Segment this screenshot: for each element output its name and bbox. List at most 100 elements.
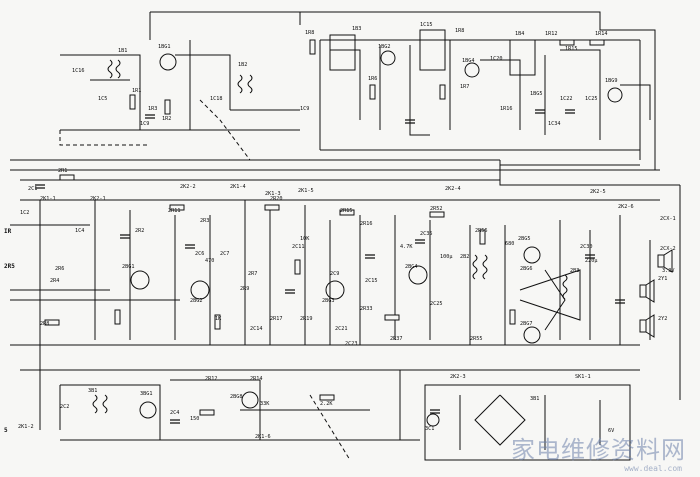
component-label: 2K1-4 bbox=[230, 184, 246, 190]
component-label: 2K2-4 bbox=[445, 186, 461, 192]
component-label: 2R33 bbox=[360, 306, 373, 312]
component-label: 2K2-3 bbox=[450, 374, 466, 380]
component-label: 2C6 bbox=[195, 251, 204, 257]
component-label: 1R15 bbox=[565, 46, 578, 52]
component-label: 1R6 bbox=[368, 76, 377, 82]
component-label: 1C18 bbox=[210, 96, 223, 102]
edge-labels: IR 2R5 5 bbox=[4, 228, 15, 434]
coils bbox=[92, 29, 568, 414]
component-label: 1C15 bbox=[420, 22, 433, 28]
component-labels: 1B11BG11C161C181B21C51R11R21R31C91R81C91… bbox=[18, 22, 676, 440]
component-label: 2R4 bbox=[50, 278, 59, 284]
component-label: 2C25 bbox=[430, 301, 443, 307]
component-label: 6V bbox=[608, 428, 614, 434]
component-label: 3.3V bbox=[662, 268, 675, 274]
component-label: 2BG1 bbox=[122, 264, 135, 270]
component-label: 1R1 bbox=[132, 88, 141, 94]
component-label: 1R8 bbox=[455, 28, 464, 34]
component-label: 2K1-1 bbox=[40, 196, 56, 202]
component-label: 2R52 bbox=[430, 206, 443, 212]
edge-label-1: IR bbox=[4, 228, 12, 235]
component-label: 1R12 bbox=[545, 31, 558, 37]
component-label: 2BG3 bbox=[322, 298, 335, 304]
component-label: 1C34 bbox=[548, 121, 561, 127]
component-label: 2CX-2 bbox=[660, 246, 676, 252]
component-label: 2R8 bbox=[40, 321, 49, 327]
wires bbox=[10, 11, 681, 461]
component-label: 1R8 bbox=[305, 30, 314, 36]
edge-label-3: 5 bbox=[4, 427, 8, 434]
component-label: 220μ bbox=[585, 258, 598, 264]
component-label: 2C30 bbox=[580, 244, 593, 250]
component-label: 2C9 bbox=[330, 271, 339, 277]
resistors bbox=[44, 39, 605, 416]
component-label: 2K1-3 bbox=[265, 191, 281, 197]
component-label: 3B1 bbox=[530, 396, 539, 402]
component-label: 2B3 bbox=[570, 268, 579, 274]
component-label: 1BG2 bbox=[378, 44, 391, 50]
component-label: 1K bbox=[215, 316, 222, 322]
component-label: 1R14 bbox=[595, 31, 608, 37]
component-label: 3BG1 bbox=[140, 391, 153, 397]
component-label: 1R2 bbox=[162, 116, 171, 122]
component-label: 2K1-2 bbox=[18, 424, 34, 430]
component-label: 2BG7 bbox=[520, 321, 533, 327]
component-label: 1R16 bbox=[500, 106, 513, 112]
component-label: 2R3 bbox=[200, 218, 209, 224]
component-label: 2C21 bbox=[335, 326, 348, 332]
component-label: 2K2-5 bbox=[590, 189, 606, 195]
component-label: 1C4 bbox=[75, 228, 84, 234]
component-label: 3B1 bbox=[88, 388, 97, 394]
watermark-logo: 家电维修资料网 bbox=[511, 436, 686, 464]
component-label: 100μ bbox=[440, 254, 453, 260]
component-label: 2R7 bbox=[248, 271, 257, 277]
speakers bbox=[426, 249, 673, 427]
component-label: 2R37 bbox=[390, 336, 403, 342]
component-label: 2C7 bbox=[220, 251, 229, 257]
component-label: 2R16 bbox=[360, 221, 373, 227]
component-label: 1C5 bbox=[98, 96, 107, 102]
component-label: 2BG4 bbox=[405, 264, 418, 270]
component-label: SK1-1 bbox=[575, 374, 591, 380]
capacitors bbox=[35, 109, 625, 424]
component-label: 4.7K bbox=[400, 244, 413, 250]
component-label: 2K1-5 bbox=[298, 188, 314, 194]
component-label: 2R55 bbox=[470, 336, 483, 342]
component-label: 2R17 bbox=[270, 316, 283, 322]
component-label: 2B2 bbox=[460, 254, 469, 260]
component-label: 2Y2 bbox=[658, 316, 667, 322]
component-label: 2K1-6 bbox=[255, 434, 271, 440]
component-label: 2.2K bbox=[320, 401, 333, 407]
component-label: 2C1 bbox=[28, 186, 37, 192]
component-label: 1B2 bbox=[238, 62, 247, 68]
component-label: 2R9 bbox=[240, 286, 249, 292]
watermark-url: www.deal.com bbox=[624, 464, 682, 473]
component-label: 1BG9 bbox=[605, 78, 618, 84]
component-label: 2R12 bbox=[205, 376, 218, 382]
component-label: 150 bbox=[190, 416, 199, 422]
component-label: 2BG5 bbox=[518, 236, 531, 242]
component-label: 2C15 bbox=[365, 278, 378, 284]
component-label: 1C2 bbox=[20, 210, 29, 216]
component-label: 1C20 bbox=[490, 56, 503, 62]
component-label: 2BG6 bbox=[520, 266, 533, 272]
component-label: 470 bbox=[205, 258, 214, 264]
component-label: 680 bbox=[505, 241, 514, 247]
component-label: 2Y1 bbox=[658, 276, 667, 282]
component-label: 2K2-6 bbox=[618, 204, 634, 210]
component-label: 2BG2 bbox=[190, 298, 203, 304]
component-label: 10K bbox=[300, 236, 310, 242]
component-label: 2C2 bbox=[60, 404, 69, 410]
component-label: 2R20 bbox=[270, 196, 283, 202]
component-label: 1B1 bbox=[118, 48, 127, 54]
component-label: 2K2-2 bbox=[180, 184, 196, 190]
component-label: 1C9 bbox=[300, 106, 309, 112]
component-label: 2C14 bbox=[250, 326, 263, 332]
component-label: 1R3 bbox=[148, 106, 157, 112]
component-label: 1BG4 bbox=[462, 58, 475, 64]
component-label: 1BG5 bbox=[530, 91, 543, 97]
component-label: 2R2 bbox=[135, 228, 144, 234]
component-label: 1B3 bbox=[352, 26, 361, 32]
